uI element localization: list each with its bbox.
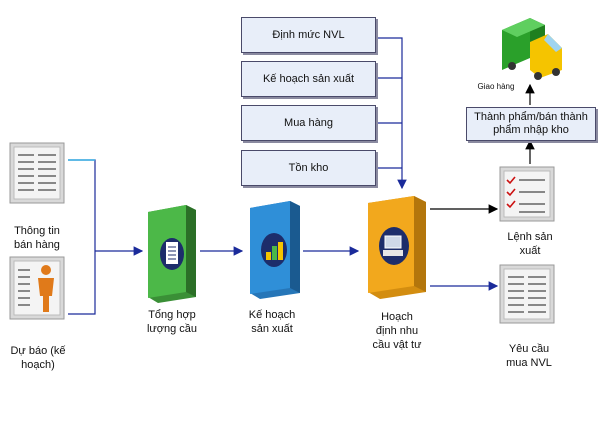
forecast-person-document-icon: [9, 256, 65, 320]
finished-goods-line2: phẩm nhập kho: [493, 124, 569, 136]
input-box-label: Định mức NVL: [272, 29, 345, 41]
production-order-checklist-icon: [499, 166, 555, 222]
input-box-label: Kế hoạch sản xuất: [262, 73, 355, 85]
production-plan-binder-icon: [250, 201, 300, 299]
delivery-label: Giao hàng: [477, 82, 515, 91]
aggregate-demand-binder-icon: [148, 205, 196, 303]
sales-document-icon: [9, 142, 65, 204]
material-planning-binder-icon: [368, 196, 426, 299]
input-box-purchasing: Mua hàng: [241, 105, 376, 141]
input-box-material-norm: Định mức NVL: [241, 17, 376, 53]
delivery-truck-icon: [502, 18, 562, 80]
input-box-label: Mua hàng: [284, 117, 333, 129]
finished-goods-line1: Thành phẩm/bán thành: [474, 111, 588, 123]
input-box-label: Tồn kho: [288, 162, 329, 174]
input-box-inventory: Tồn kho: [241, 150, 376, 186]
input-box-production-plan: Kế hoạch sản xuất: [241, 61, 376, 97]
purchase-request-document-icon: [499, 264, 555, 324]
